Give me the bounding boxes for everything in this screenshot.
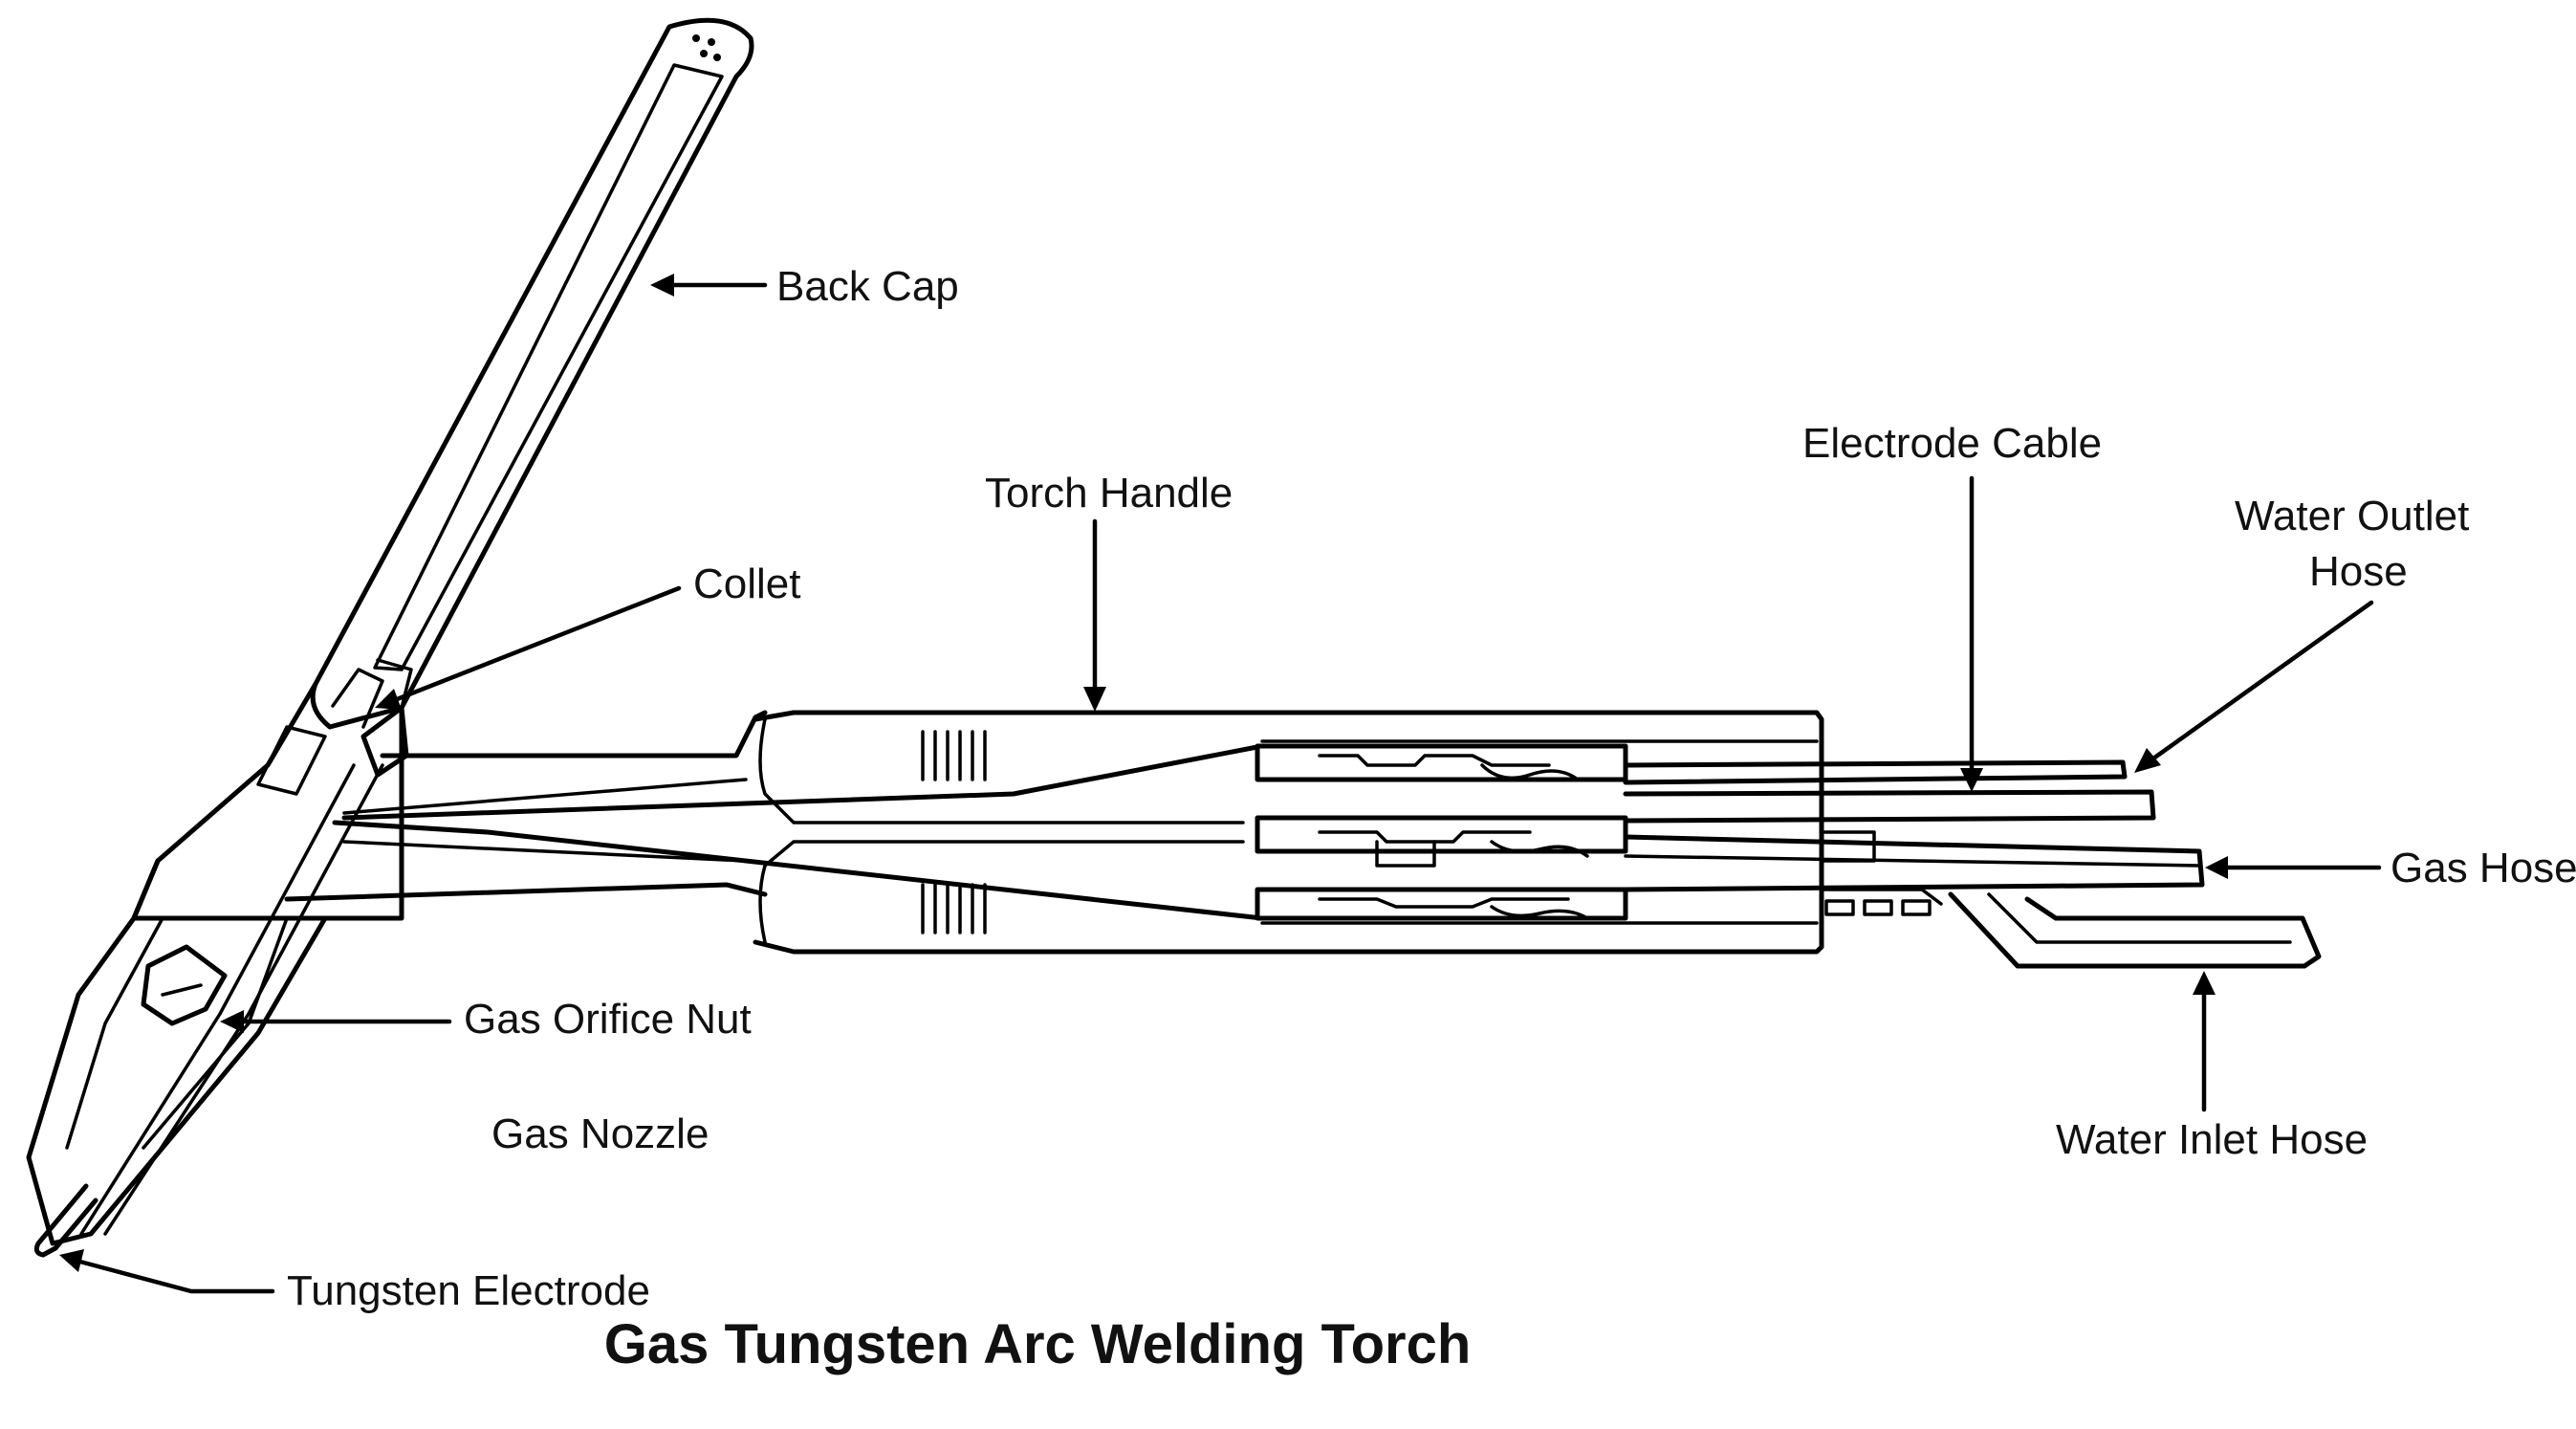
torch-handle-assembly [284, 710, 1824, 955]
gas-hose [1623, 834, 2205, 892]
gas-orifice-nut-body [141, 944, 228, 1026]
back-cap [310, 17, 754, 730]
gas-nozzle-body [26, 858, 328, 1246]
label-tungsten-electrode: Tungsten Electrode [287, 1267, 650, 1314]
tungsten-electrode [33, 1183, 98, 1258]
electrode-cable [1623, 789, 2156, 824]
torch-head [26, 17, 754, 1258]
label-water-inlet-hose: Water Inlet Hose [2056, 1116, 2368, 1163]
labels: Back Cap Torch Handle Electrode Cable Wa… [287, 263, 2576, 1314]
grip-ridges [921, 730, 987, 934]
label-electrode-cable: Electrode Cable [1802, 420, 2102, 467]
label-collet: Collet [693, 561, 801, 607]
leaders [59, 274, 2382, 1294]
label-gas-hose: Gas Hose [2390, 845, 2576, 891]
label-gas-nozzle: Gas Nozzle [491, 1110, 709, 1157]
label-back-cap: Back Cap [776, 263, 959, 310]
label-gas-orifice-nut: Gas Orifice Nut [464, 996, 752, 1043]
water-outlet-hose [1623, 759, 2128, 785]
label-water-outlet-hose-line1: Water Outlet [2235, 493, 2469, 539]
water-inlet-hose [1948, 891, 2322, 969]
label-water-outlet-hose-line2: Hose [2309, 548, 2408, 595]
diagram-title: Gas Tungsten Arc Welding Torch [604, 1313, 1472, 1375]
hose-assembly [1623, 759, 2322, 969]
label-torch-handle: Torch Handle [985, 470, 1233, 517]
